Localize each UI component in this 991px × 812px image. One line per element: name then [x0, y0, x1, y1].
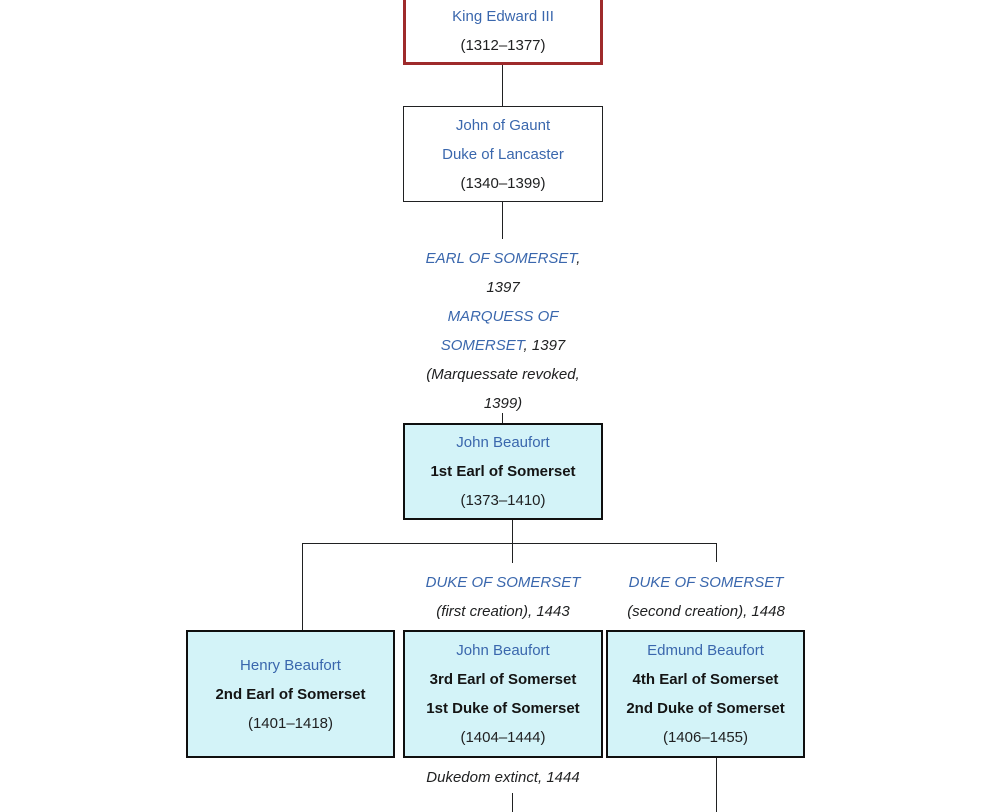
connector-line-branch-horizontal	[302, 543, 717, 544]
duke-of-somerset-first-link[interactable]: DUKE OF SOMERSET	[425, 574, 581, 591]
node-edmund-beaufort-2nd-duke: Edmund Beaufort 4th Earl of Somerset 2nd…	[606, 630, 805, 758]
henry-beaufort-dates: (1401–1418)	[247, 714, 334, 732]
annotation-suffix: ,	[576, 250, 581, 267]
john-beaufort-1st-earl-dates: (1373–1410)	[460, 492, 546, 509]
henry-beaufort-title: 2nd Earl of Somerset	[215, 685, 366, 703]
annotation-line: 1397	[486, 279, 520, 296]
john-beaufort-1st-duke-title1: 3rd Earl of Somerset	[429, 671, 577, 688]
annotation-line: 1399)	[483, 395, 523, 412]
henry-beaufort-link[interactable]: Henry Beaufort	[240, 656, 341, 674]
node-henry-beaufort-2nd-earl: Henry Beaufort 2nd Earl of Somerset (140…	[186, 630, 395, 758]
john-of-gaunt-link[interactable]: John of Gaunt	[455, 116, 551, 134]
john-beaufort-1st-earl-title: 1st Earl of Somerset	[430, 463, 576, 480]
annotation-duke-second-creation: DUKE OF SOMERSET (second creation), 1448	[596, 568, 816, 626]
john-beaufort-1st-duke-dates: (1404–1444)	[460, 729, 546, 746]
annotation-line: MARQUESS OF	[353, 302, 653, 331]
edmund-beaufort-title1: 4th Earl of Somerset	[632, 671, 779, 688]
king-edward-iii-dates: (1312–1377)	[460, 36, 546, 54]
annotation-line: (Marquessate revoked,	[426, 366, 580, 383]
earl-of-somerset-link[interactable]: EARL OF SOMERSET	[425, 250, 577, 267]
edmund-beaufort-dates: (1406–1455)	[662, 729, 749, 746]
marquess-of-somerset-link[interactable]: MARQUESS OF	[447, 308, 559, 325]
duke-of-somerset-second-link[interactable]: DUKE OF SOMERSET	[628, 574, 784, 591]
annotation-line: (second creation), 1448	[627, 603, 785, 620]
connector-line-annotation-to-john1	[502, 413, 503, 423]
node-king-edward-iii: King Edward III (1312–1377)	[403, 0, 603, 65]
connector-line-john1-down	[512, 520, 513, 543]
annotation-line: EARL OF SOMERSET,	[353, 244, 653, 273]
connector-line-branch-left	[302, 543, 303, 630]
annotation-line: DUKE OF SOMERSET	[596, 568, 816, 597]
edmund-beaufort-link[interactable]: Edmund Beaufort	[647, 642, 764, 659]
node-john-of-gaunt: John of Gaunt Duke of Lancaster (1340–13…	[403, 106, 603, 202]
annotation-dukedom-extinct: Dukedom extinct, 1444	[426, 769, 580, 786]
annotation-suffix: , 1397	[523, 337, 566, 354]
annotation-line: (first creation), 1443	[436, 603, 570, 620]
connector-line-john3-descendant	[512, 793, 513, 812]
connector-line-edward-to-gaunt	[502, 65, 503, 106]
john-beaufort-1st-earl-link[interactable]: John Beaufort	[456, 434, 550, 451]
john-beaufort-1st-duke-title2: 1st Duke of Somerset	[426, 700, 580, 717]
marquess-of-somerset-link[interactable]: SOMERSET	[440, 337, 524, 354]
annotation-line: DUKE OF SOMERSET	[393, 568, 613, 597]
connector-line-gaunt-to-annotation	[502, 202, 503, 239]
annotation-duke-first-creation: DUKE OF SOMERSET (first creation), 1443	[393, 568, 613, 626]
connector-line-branch-middle	[512, 543, 513, 563]
john-beaufort-1st-duke-link[interactable]: John Beaufort	[456, 642, 550, 659]
annotation-line: SOMERSET, 1397	[353, 331, 653, 360]
king-edward-iii-link[interactable]: King Edward III	[452, 7, 554, 25]
edmund-beaufort-title2: 2nd Duke of Somerset	[626, 700, 785, 717]
connector-line-branch-right	[716, 543, 717, 562]
annotation-somerset-creations-1397: EARL OF SOMERSET, 1397 MARQUESS OF SOMER…	[353, 244, 653, 418]
node-john-beaufort-1st-duke: John Beaufort 3rd Earl of Somerset 1st D…	[403, 630, 603, 758]
john-of-gaunt-dates: (1340–1399)	[460, 174, 546, 192]
node-john-beaufort-1st-earl: John Beaufort 1st Earl of Somerset (1373…	[403, 423, 603, 520]
connector-line-edmund-descendant	[716, 758, 717, 812]
duke-of-lancaster-link[interactable]: Duke of Lancaster	[442, 145, 564, 163]
